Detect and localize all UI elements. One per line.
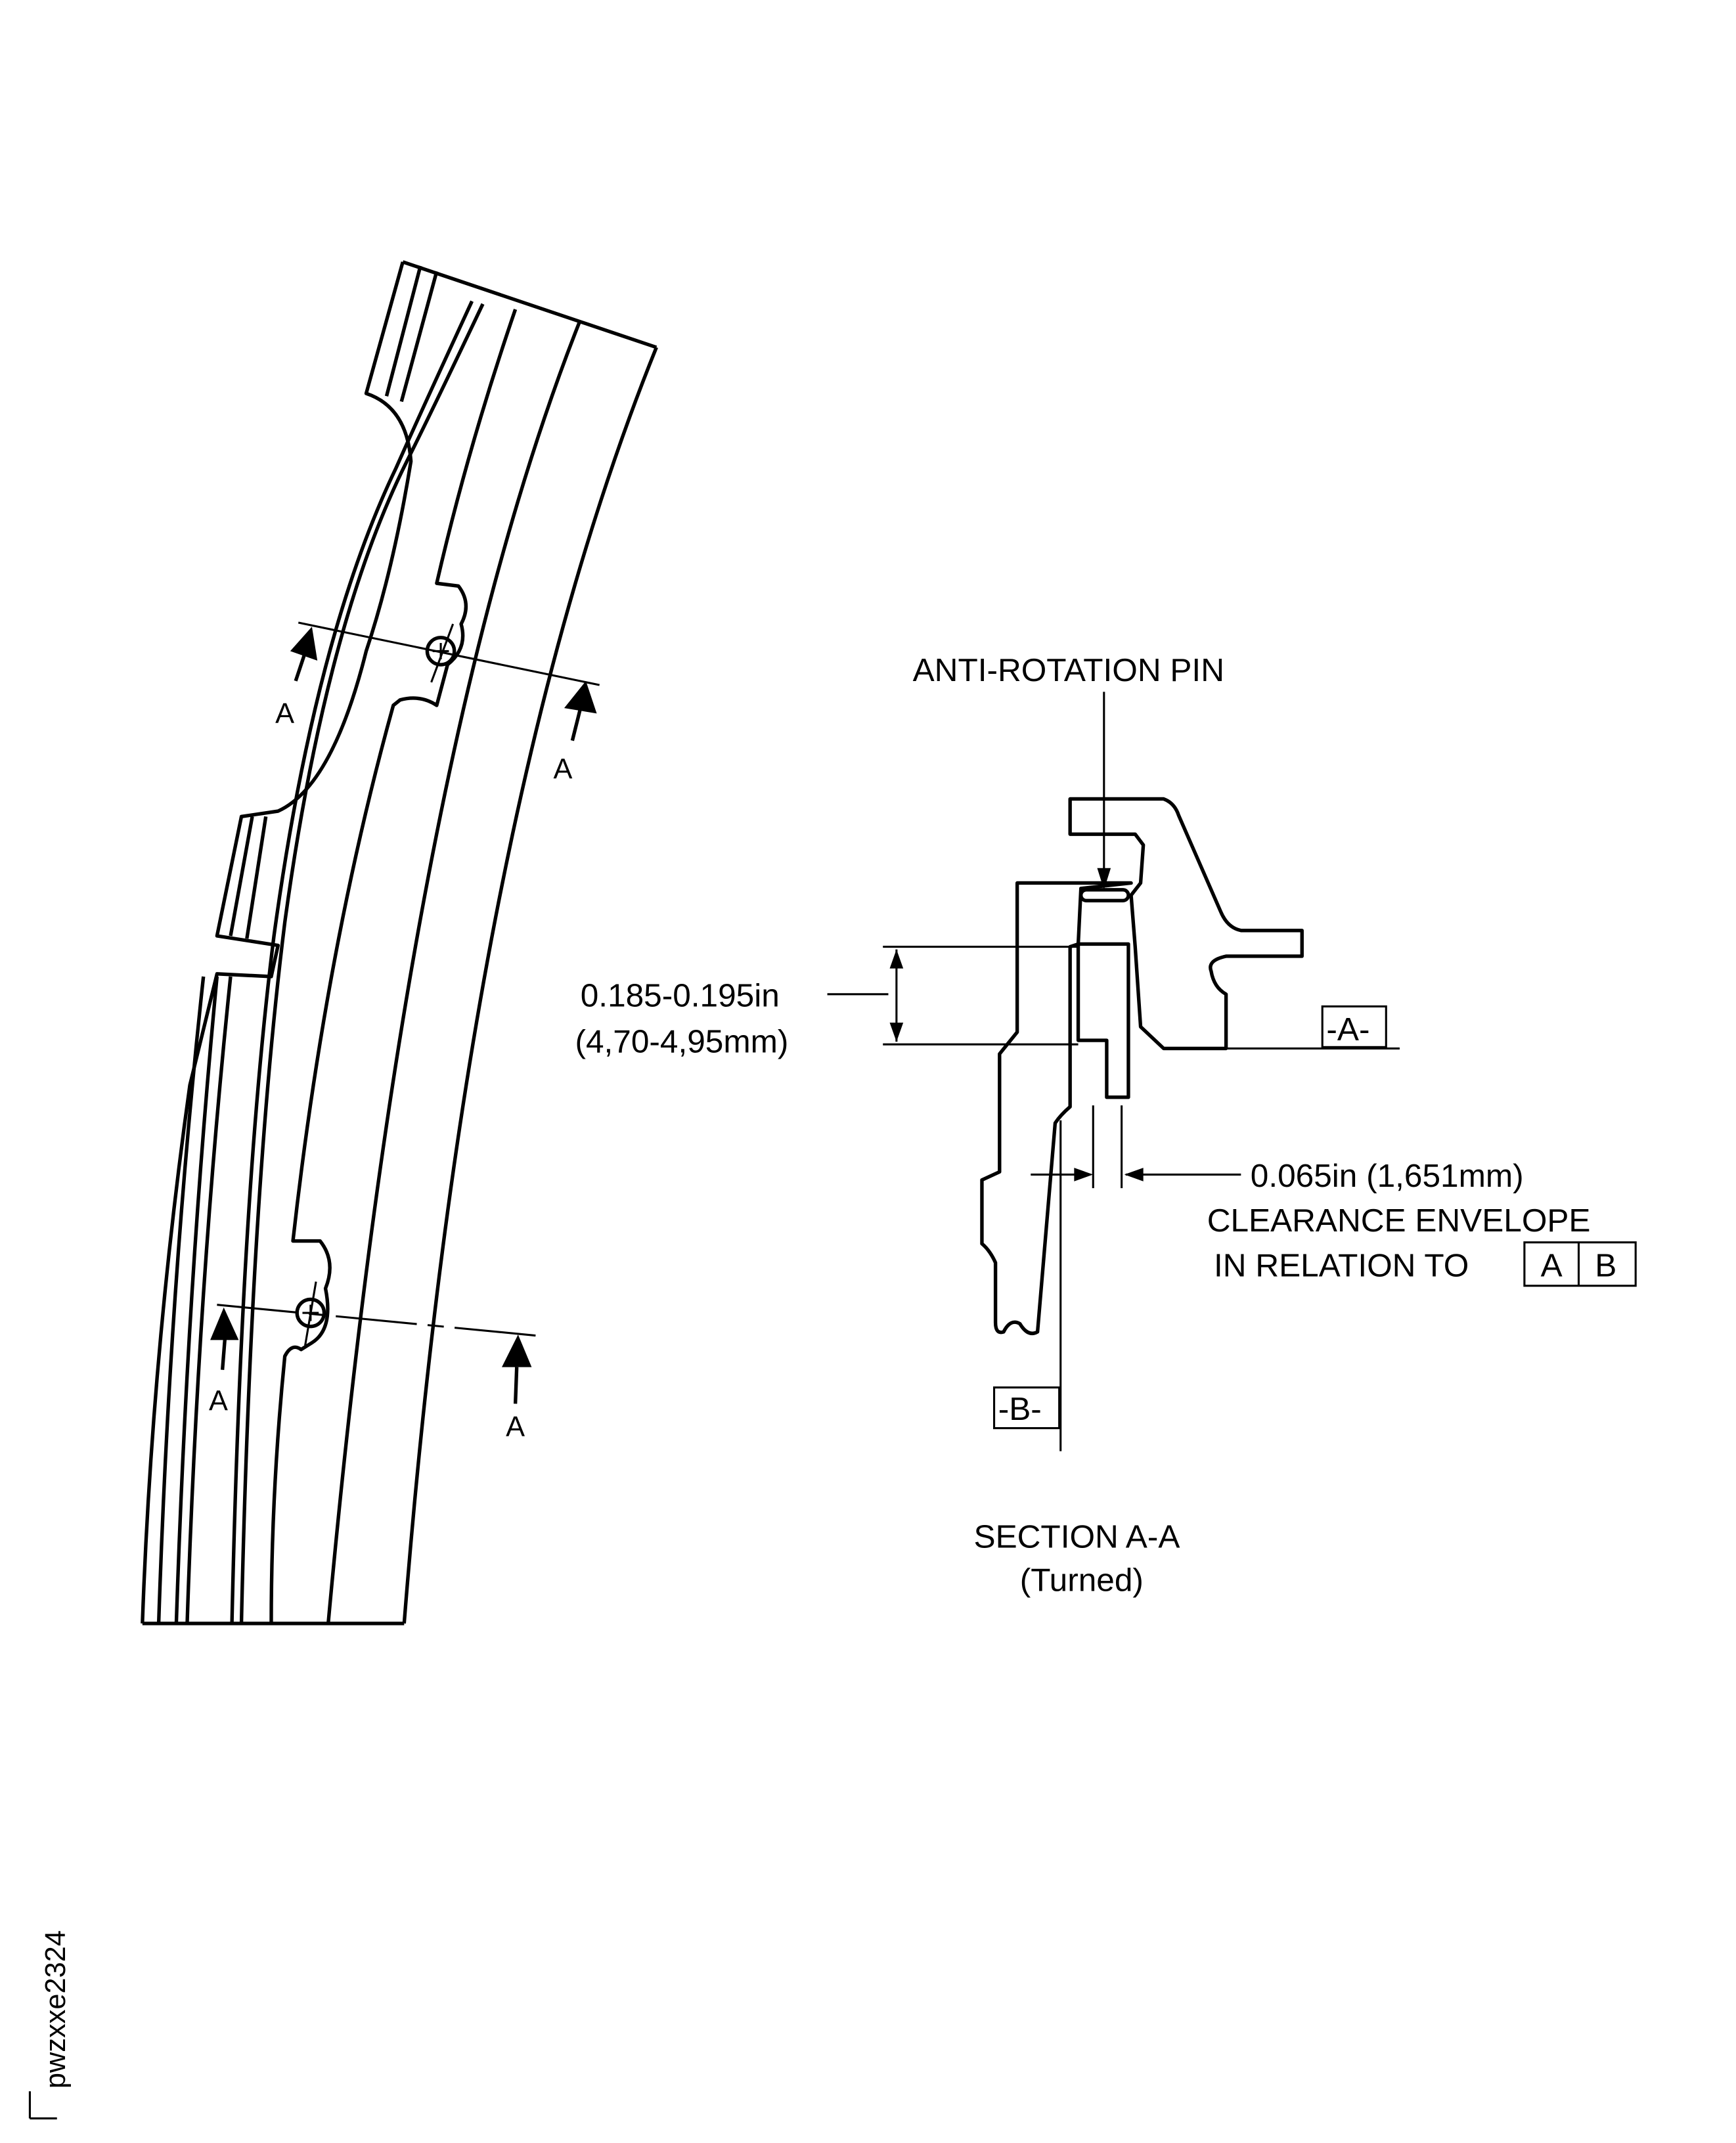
section-cut-line-upper — [298, 621, 600, 686]
ring-flange-line — [185, 976, 233, 1624]
ring-curve — [326, 322, 581, 1624]
datum-reference-a: A — [1541, 1247, 1563, 1283]
ring-segment-view: A A A A — [141, 260, 658, 1625]
housing-section — [1068, 797, 1304, 1051]
dimension-label-in: 0.185-0.195in — [581, 977, 780, 1013]
section-cut-line-lower — [217, 1304, 540, 1337]
section-a-a-view: ANTI-ROTATION PIN 0.185-0.195in (4,70-4,… — [575, 652, 1637, 1598]
ring-flange-line — [239, 303, 485, 1624]
pin-groove — [269, 309, 518, 1624]
section-marker-label: A — [209, 1386, 228, 1417]
section-arrow — [210, 627, 597, 1404]
ring-outer-edge — [402, 346, 658, 1624]
drawing-id: pwzxxe2324 — [40, 1930, 72, 2088]
pin-head — [1079, 888, 1130, 903]
section-marker-label: A — [506, 1411, 525, 1443]
seal-body-section — [980, 881, 1133, 1335]
ring-flange-line — [156, 976, 206, 1624]
datum-a-label: -A- — [1326, 1011, 1369, 1048]
section-marker-label: A — [553, 753, 572, 785]
ring-flange-edge — [141, 261, 413, 1624]
datum-reference-frame — [1523, 1241, 1637, 1287]
section-subtitle: (Turned) — [1020, 1561, 1144, 1598]
ring-flange-line — [230, 300, 474, 1624]
ring-flange-line — [229, 816, 254, 937]
clearance-dimension: 0.065in (1,651mm) — [1251, 1157, 1524, 1194]
section-title: SECTION A-A — [974, 1518, 1180, 1555]
datum-b-label: -B- — [998, 1390, 1042, 1427]
clearance-label-line2: IN RELATION TO — [1214, 1247, 1469, 1283]
anti-rotation-pin — [1076, 942, 1130, 1099]
dimension-label-mm: (4,70-4,95mm) — [575, 1023, 788, 1060]
ring-flange-line — [245, 816, 268, 939]
datum-reference-b: B — [1595, 1247, 1616, 1283]
ring-flange-line — [399, 271, 439, 403]
datum-a-box — [1321, 1005, 1387, 1048]
pin-label: ANTI-ROTATION PIN — [913, 652, 1224, 688]
section-marker-label: A — [275, 698, 294, 730]
datum-b-box — [992, 1386, 1061, 1430]
clearance-label-line1: CLEARANCE ENVELOPE — [1207, 1202, 1591, 1239]
ring-top-edge — [402, 260, 657, 349]
ring-flange-line — [174, 976, 219, 1624]
ring-flange-line — [384, 265, 422, 397]
